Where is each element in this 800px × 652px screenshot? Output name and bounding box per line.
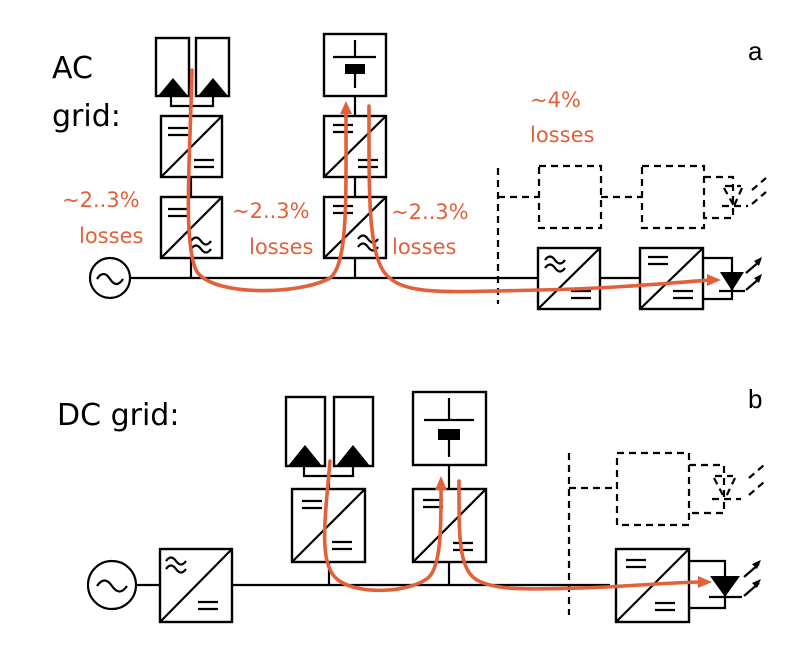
loss-label-word: losses (79, 224, 143, 248)
flow-arrowhead (435, 476, 447, 490)
flow-arrowhead (698, 576, 712, 588)
battery-dc-dc-converter-icon (411, 487, 488, 564)
loss-label-word: losses (530, 123, 594, 147)
panel-a-title-line1: AC (52, 51, 93, 86)
loss-label-pct: ~2..3% (62, 188, 140, 212)
panel-b-letter: b (748, 384, 762, 414)
panel-b-title: DC grid: (57, 398, 179, 433)
power-flow-arrows (186, 68, 721, 294)
solar-to-battery-flow (322, 459, 443, 593)
loss-label-word: losses (392, 235, 456, 259)
solar-panel-icon (284, 395, 375, 489)
loss-label-word: losses (249, 235, 313, 259)
led-icon (703, 256, 762, 301)
dc-ac-inverter-icon (159, 195, 224, 260)
panel-a: AC grid: a (52, 32, 767, 311)
flow-arrowhead (340, 101, 352, 114)
flow-arrowhead (707, 274, 721, 286)
battery-to-led-flow (457, 479, 702, 591)
solar-panel-icon (154, 36, 231, 116)
ac-dc-converter-icon (536, 246, 602, 311)
optional-load-branch (496, 164, 767, 304)
battery-to-led-flow (367, 104, 712, 294)
ac-grid-source-icon (88, 256, 132, 300)
ac-dc-rectifier-icon (158, 547, 234, 624)
loss-label-pct: ~4% (530, 88, 581, 112)
loss-label-pct: ~2..3% (232, 199, 310, 223)
panel-a-letter: a (748, 36, 763, 66)
panel-a-title-line2: grid: (52, 99, 121, 134)
solar-to-battery-flow (186, 68, 348, 293)
battery-icon (411, 390, 488, 467)
power-flow-arrows (322, 459, 712, 593)
battery-icon (322, 32, 388, 98)
ac-grid-source-icon (86, 559, 138, 611)
panel-b: DC grid: b (57, 384, 765, 624)
dc-dc-converter-icon (290, 487, 367, 564)
led-icon (689, 559, 761, 610)
battery-dc-dc-converter-icon (322, 114, 388, 179)
loss-label-pct: ~2..3% (391, 200, 469, 224)
led-driver-converter-icon (638, 246, 705, 311)
